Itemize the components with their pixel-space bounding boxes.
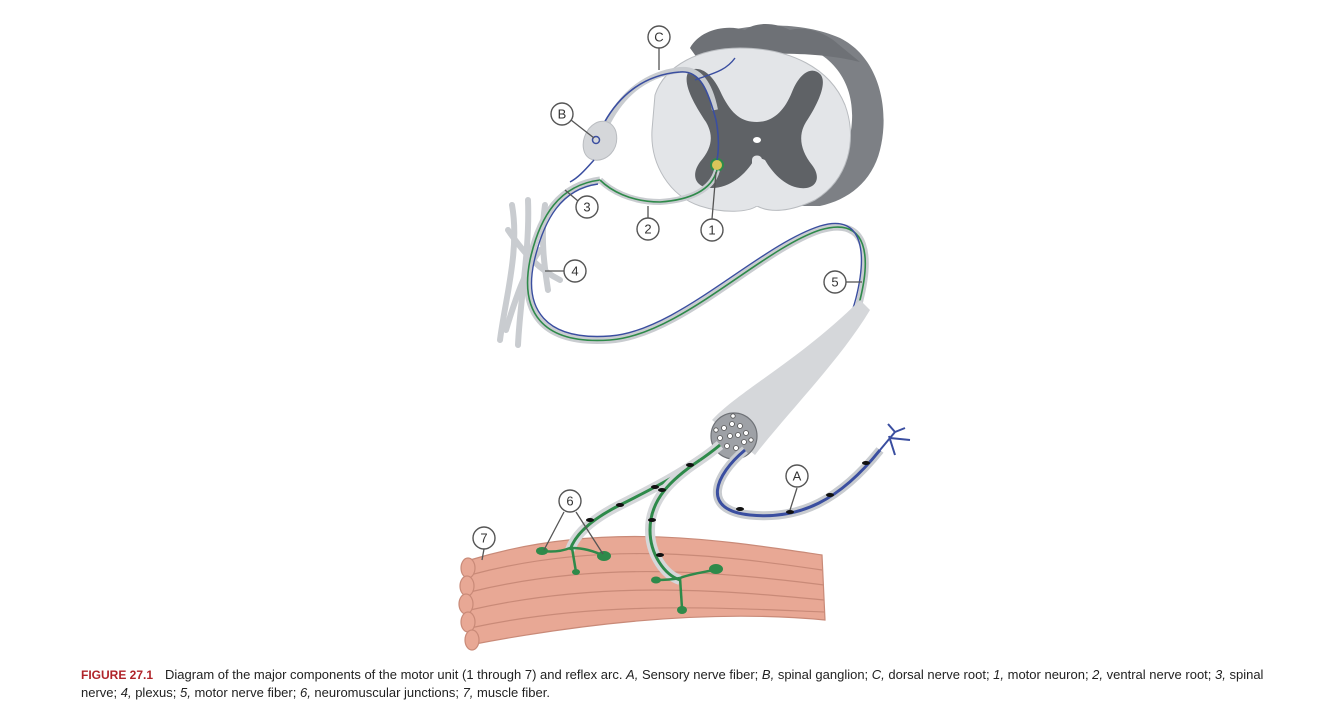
motor-neuron-cell	[711, 159, 723, 171]
spinal-cord	[652, 24, 884, 211]
caption-part: muscle fiber.	[473, 685, 550, 700]
caption-part: motor nerve fiber;	[191, 685, 300, 700]
callout-2-label: 2	[644, 222, 651, 237]
callout-5: 5	[824, 271, 846, 293]
caption-part: Sensory nerve fiber;	[638, 667, 762, 682]
callout-b-label: B	[558, 107, 567, 122]
callout-4: 4	[564, 260, 586, 282]
callout-a: A	[786, 465, 808, 487]
caption-part: B,	[762, 667, 774, 682]
caption-part: 5,	[180, 685, 191, 700]
caption-part: 4,	[121, 685, 132, 700]
caption-part: dorsal nerve root;	[885, 667, 993, 682]
caption-part: plexus;	[132, 685, 180, 700]
caption-part: 1,	[993, 667, 1004, 682]
caption-part: spinal ganglion;	[774, 667, 872, 682]
caption-part: 3,	[1215, 667, 1226, 682]
callout-b: B	[551, 103, 573, 125]
caption-part: A,	[626, 667, 638, 682]
central-canal	[753, 137, 761, 143]
callout-c-label: C	[654, 30, 663, 45]
callout-3-label: 3	[583, 200, 590, 215]
caption-part: ventral nerve root;	[1103, 667, 1215, 682]
caption-part: 6,	[300, 685, 311, 700]
callout-5-label: 5	[831, 275, 838, 290]
caption-part: 2,	[1092, 667, 1103, 682]
callout-1-label: 1	[708, 223, 715, 238]
callout-2: 2	[637, 218, 659, 240]
nerve-cross-section	[711, 300, 870, 459]
callout-6: 6	[559, 490, 581, 512]
spinal-nerve-bundle	[528, 180, 866, 430]
caption-part: 7,	[463, 685, 474, 700]
callout-1: 1	[701, 219, 723, 241]
figure-label: FIGURE 27.1	[81, 668, 153, 682]
muscle-fibers	[459, 537, 825, 650]
caption-text: Diagram of the major components of the m…	[81, 667, 1263, 700]
callout-7: 7	[473, 527, 495, 549]
motor-unit-diagram: C B 3 2 1 4 5 A 6 7	[0, 0, 1334, 660]
callout-4-label: 4	[571, 264, 578, 279]
caption-part: C,	[872, 667, 885, 682]
caption-part: neuromuscular junctions;	[311, 685, 463, 700]
median-fissure	[752, 156, 762, 207]
callout-3: 3	[576, 196, 598, 218]
callout-7-label: 7	[480, 531, 487, 546]
caption-part: motor neuron;	[1004, 667, 1092, 682]
callout-c: C	[648, 26, 670, 48]
caption-part: Diagram of the major components of the m…	[165, 667, 626, 682]
callout-6-label: 6	[566, 494, 573, 509]
figure-caption: FIGURE 27.1 Diagram of the major componen…	[81, 666, 1296, 701]
callout-a-label: A	[793, 469, 802, 484]
